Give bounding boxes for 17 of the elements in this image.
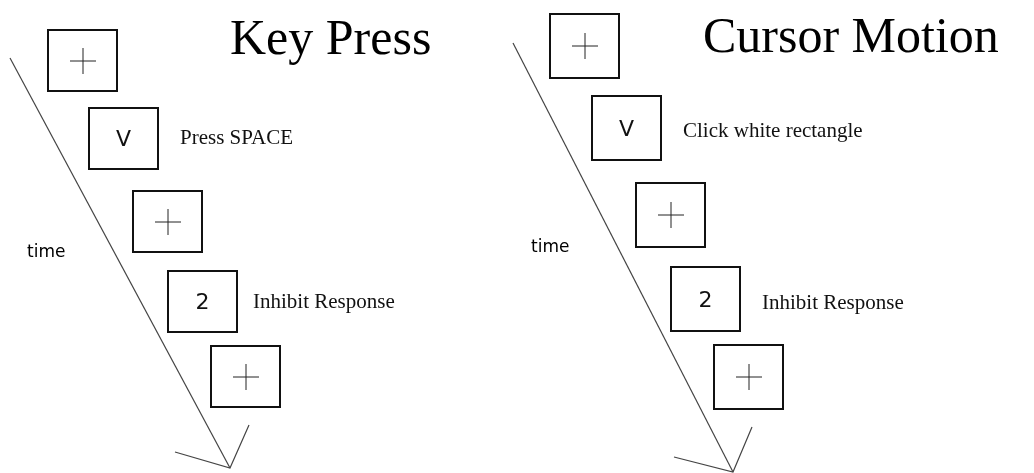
instruction-text: Press SPACE xyxy=(180,125,294,150)
fixation-box xyxy=(713,344,784,410)
stimulus-box: 2 xyxy=(167,270,238,333)
axis-label: time xyxy=(27,241,66,261)
fixation-box xyxy=(47,29,118,92)
instruction-text: Inhibit Response xyxy=(762,290,904,315)
axis-label: time xyxy=(531,236,570,256)
fixation-box xyxy=(210,345,281,408)
fixation-box xyxy=(635,182,706,248)
stimulus-box: V xyxy=(591,95,662,161)
stimulus-box: V xyxy=(88,107,159,170)
fixation-box xyxy=(132,190,203,253)
fixation-box xyxy=(549,13,620,79)
panel-title: Cursor Motion xyxy=(703,10,999,60)
instruction-text: Click white rectangle xyxy=(683,118,863,143)
instruction-text: Inhibit Response xyxy=(253,289,395,314)
stimulus-box: 2 xyxy=(670,266,741,332)
